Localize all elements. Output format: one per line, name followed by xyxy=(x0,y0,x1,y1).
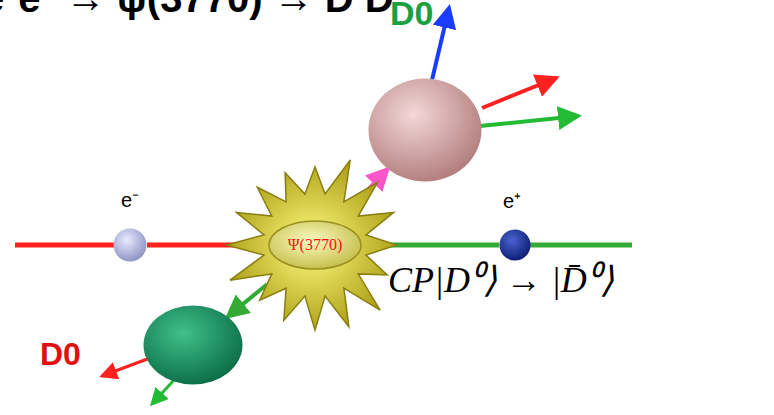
track-arrow xyxy=(480,116,578,126)
particle-label: e⁺ xyxy=(503,191,521,211)
track-arrow xyxy=(432,8,449,80)
d-meson: D0 xyxy=(143,305,243,385)
vertex-label: Ψ(3770) xyxy=(288,237,342,253)
particle-ball xyxy=(499,229,531,261)
electron-ball: e⁻ xyxy=(113,228,147,262)
particle-ball xyxy=(143,305,243,385)
electron-beam xyxy=(15,243,130,248)
track-arrow xyxy=(102,358,150,376)
positron-ball: e⁺ xyxy=(499,229,531,261)
particle-ball xyxy=(368,78,482,182)
particle-label: e⁻ xyxy=(121,190,139,210)
decay-vertex: Ψ(3770) xyxy=(240,165,390,325)
particle-label: D0 xyxy=(40,338,81,370)
reaction-title: e⁺e⁻ → ψ(3770) → D D̄ xyxy=(0,0,394,18)
dbar-meson: D̄0 xyxy=(368,78,482,182)
particle-ball xyxy=(113,228,147,262)
positron-beam xyxy=(515,243,632,248)
track-arrow xyxy=(482,78,556,108)
track-arrow xyxy=(152,380,174,404)
particle-label: D̄0 xyxy=(390,0,433,30)
cp-formula: CP|D⁰⟩ → |D̄⁰⟩ xyxy=(388,262,614,298)
